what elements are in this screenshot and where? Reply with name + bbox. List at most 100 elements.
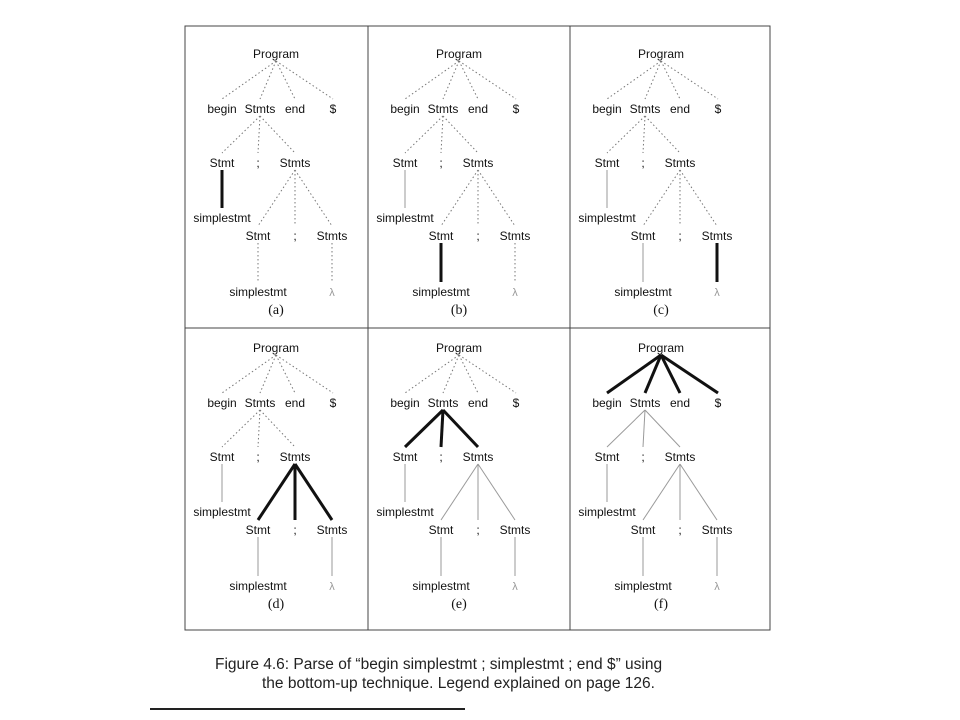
node-stmts-mid: Stmts	[280, 156, 311, 170]
node-dollar: $	[513, 396, 520, 410]
node-simplestmt1: simplestmt	[376, 211, 434, 225]
node-dollar: $	[330, 102, 337, 116]
panel-label: (b)	[451, 303, 468, 318]
edge-program-begin	[221, 354, 277, 394]
edge-program-dollar	[458, 60, 517, 100]
node-program: Program	[638, 47, 684, 61]
node-lambda: λ	[512, 581, 518, 593]
node-begin: begin	[207, 396, 236, 410]
edge-stmts_top-semi1	[440, 115, 444, 154]
edge-program-dollar	[275, 354, 334, 394]
node-simplestmt1: simplestmt	[376, 505, 434, 519]
edge-program-begin	[221, 60, 277, 100]
edge-program-stmts_top	[442, 354, 460, 394]
edge-program-stmts_top	[259, 60, 277, 100]
node-stmt1: Stmt	[393, 156, 418, 170]
edge-stmts_top-stmt1	[403, 408, 445, 449]
node-begin: begin	[592, 102, 621, 116]
edge-program-dollar	[458, 354, 517, 394]
node-semi1: ;	[256, 156, 259, 170]
node-simplestmt1: simplestmt	[193, 505, 251, 519]
edge-program-dollar	[660, 60, 719, 100]
edge-program-end	[458, 60, 479, 100]
node-lambda: λ	[512, 287, 518, 299]
node-begin: begin	[390, 396, 419, 410]
node-stmts-low: Stmts	[702, 523, 733, 537]
node-end: end	[285, 102, 305, 116]
edge-stmts_mid-stmt2	[256, 463, 297, 521]
panel-label: (a)	[268, 303, 284, 318]
node-stmt1: Stmt	[393, 450, 418, 464]
node-end: end	[468, 396, 488, 410]
node-lambda: λ	[329, 581, 335, 593]
edge-stmts_top-stmts_mid	[441, 408, 480, 449]
edge-stmts_top-stmt1	[404, 115, 444, 154]
panel-label: (f)	[654, 597, 668, 612]
node-end: end	[285, 396, 305, 410]
edge-stmts_mid-stmt2	[642, 169, 681, 227]
edge-stmts_mid-stmts_low	[293, 463, 334, 521]
node-stmts-low: Stmts	[500, 229, 531, 243]
edge-stmts_mid-stmt2	[642, 463, 681, 521]
node-program: Program	[436, 341, 482, 355]
node-dollar: $	[513, 102, 520, 116]
node-stmt2: Stmt	[246, 523, 271, 537]
node-simplestmt1: simplestmt	[578, 505, 636, 519]
edge-stmts_mid-stmt2	[440, 463, 479, 521]
edge-stmts_mid-stmts_low	[679, 463, 718, 521]
edge-stmts_top-stmt1	[606, 409, 646, 448]
edge-stmts_mid-stmt2	[257, 169, 296, 227]
node-dollar: $	[330, 396, 337, 410]
edge-stmts_mid-stmts_low	[679, 169, 718, 227]
node-simplestmt2: simplestmt	[412, 285, 470, 299]
node-lambda: λ	[329, 287, 335, 299]
node-semi2: ;	[678, 229, 681, 243]
node-stmts-low: Stmts	[500, 523, 531, 537]
node-lambda: λ	[714, 287, 720, 299]
panel-label: (e)	[451, 597, 467, 612]
edge-program-begin	[606, 353, 662, 395]
node-simplestmt2: simplestmt	[229, 285, 287, 299]
edge-program-stmts_top	[644, 60, 662, 100]
node-stmts-mid: Stmts	[463, 156, 494, 170]
caption-line-1: Figure 4.6: Parse of “begin simplestmt ;…	[215, 656, 663, 673]
node-stmt2: Stmt	[246, 229, 271, 243]
panel-label: (d)	[268, 597, 285, 612]
edge-stmts_top-semi1	[257, 115, 261, 154]
node-simplestmt1: simplestmt	[193, 211, 251, 225]
footnote-rule	[150, 708, 465, 710]
edge-program-stmts_top	[643, 354, 663, 394]
edge-stmts_top-stmt1	[221, 409, 261, 448]
edge-program-begin	[404, 354, 460, 394]
node-stmt1: Stmt	[210, 156, 235, 170]
node-stmt2: Stmt	[631, 229, 656, 243]
node-stmts-mid: Stmts	[463, 450, 494, 464]
node-begin: begin	[592, 396, 621, 410]
edge-stmts_top-semi1	[439, 409, 445, 448]
node-simplestmt2: simplestmt	[229, 579, 287, 593]
node-stmts-top: Stmts	[630, 396, 661, 410]
edge-stmts_top-stmt1	[221, 115, 261, 154]
node-stmts-low: Stmts	[317, 229, 348, 243]
node-stmt1: Stmt	[595, 156, 620, 170]
node-program: Program	[638, 341, 684, 355]
node-semi1: ;	[641, 450, 644, 464]
edge-program-stmts_top	[259, 354, 277, 394]
node-stmt2: Stmt	[631, 523, 656, 537]
node-stmt2: Stmt	[429, 229, 454, 243]
node-end: end	[670, 396, 690, 410]
node-dollar: $	[715, 396, 722, 410]
edge-program-end	[458, 354, 479, 394]
edge-stmts_top-semi1	[642, 409, 646, 448]
node-program: Program	[436, 47, 482, 61]
edge-stmts_top-stmts_mid	[259, 115, 296, 154]
node-end: end	[670, 102, 690, 116]
node-stmts-top: Stmts	[428, 102, 459, 116]
node-stmts-low: Stmts	[317, 523, 348, 537]
edge-program-begin	[606, 60, 662, 100]
